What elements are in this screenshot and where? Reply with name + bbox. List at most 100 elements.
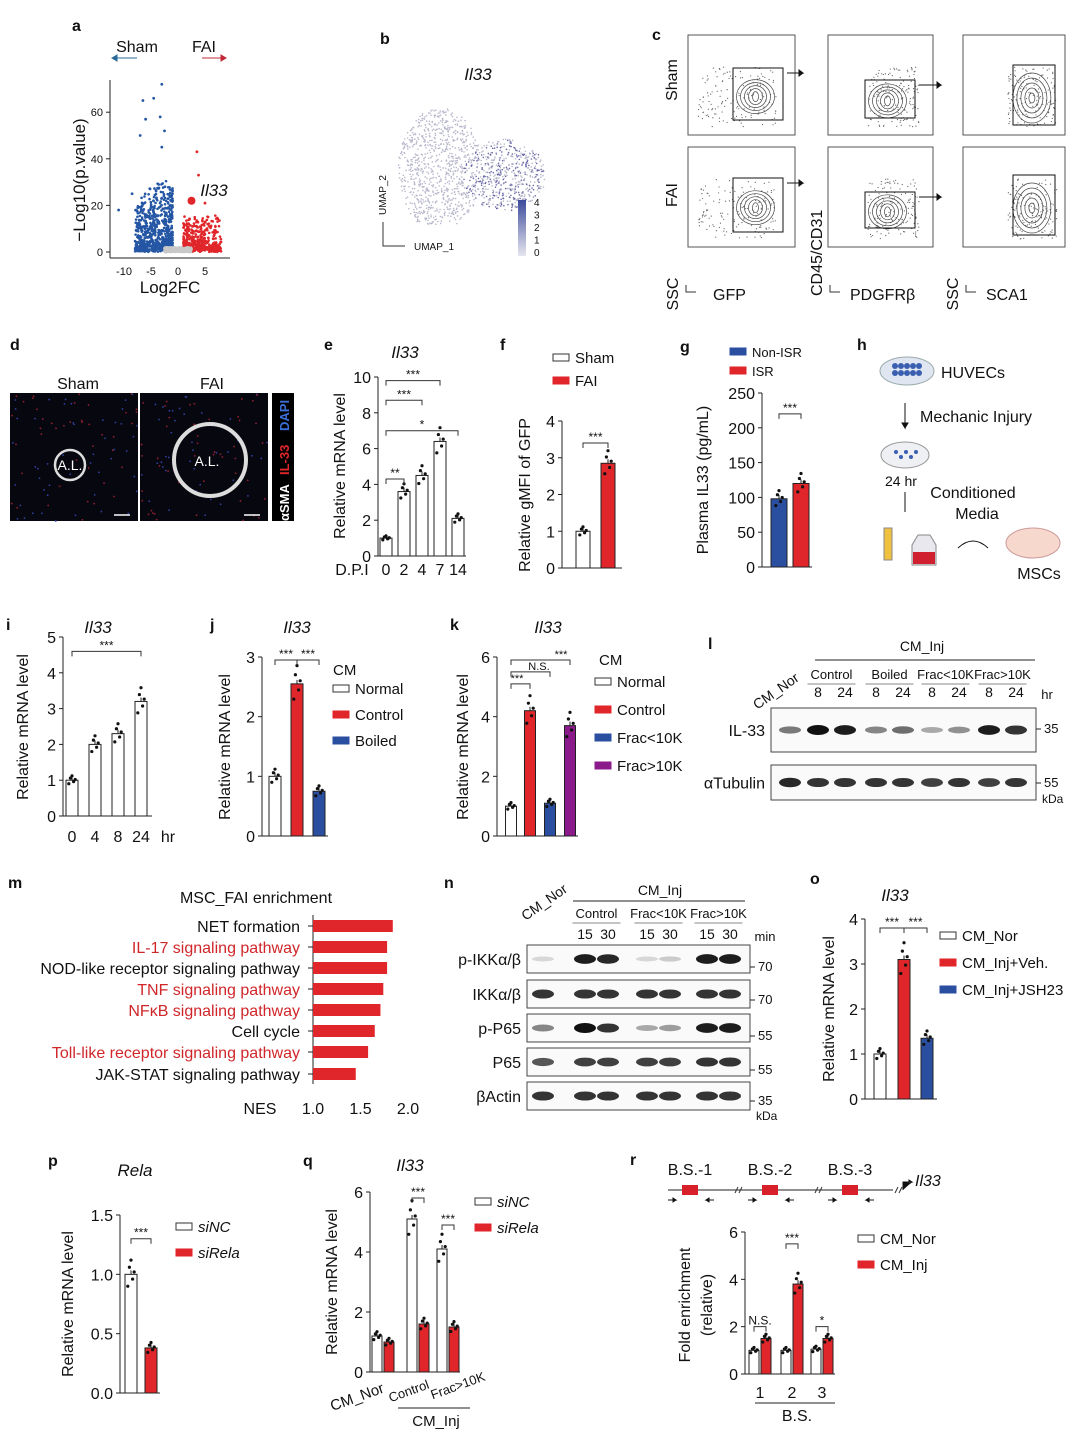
umap-cell <box>436 115 439 117</box>
umap-cell <box>403 185 405 188</box>
umap-cell <box>454 154 457 156</box>
flow-event <box>875 226 877 228</box>
flow-x-axis-label: GFP <box>713 287 746 304</box>
volcano-point-down <box>149 203 153 206</box>
flow-event <box>888 91 890 93</box>
volcano-point <box>160 145 164 149</box>
flow-event <box>745 196 747 199</box>
flow-event <box>1051 203 1053 205</box>
volcano-point-down <box>154 189 158 193</box>
cell-nucleus <box>81 421 84 424</box>
umap-cell <box>419 115 421 118</box>
flow-event <box>877 186 879 189</box>
cell-nucleus <box>16 506 19 509</box>
umap-cell <box>428 202 431 204</box>
umap-cell <box>440 220 443 222</box>
umap-cell <box>459 158 461 160</box>
volcano-point-up <box>198 230 201 234</box>
volcano-point-up <box>187 225 190 229</box>
data-point <box>273 767 277 771</box>
flow-event <box>906 220 908 222</box>
flow-event <box>914 182 916 184</box>
flow-event <box>715 179 717 181</box>
volcano-point-ns <box>186 246 190 249</box>
umap-cell <box>498 194 501 196</box>
umap-cell <box>424 156 427 159</box>
volcano-point-down <box>164 206 167 210</box>
umap-cell <box>510 184 513 186</box>
flow-event <box>891 99 894 101</box>
data-point <box>90 749 94 754</box>
umap-cell <box>522 192 525 194</box>
flow-event <box>708 195 710 197</box>
y-tick-label: 4 <box>47 666 56 683</box>
umap-cell <box>499 169 502 171</box>
umap-cell <box>414 168 416 170</box>
umap-cell <box>436 189 438 192</box>
flow-event <box>906 111 908 113</box>
x-tick-label: 2.0 <box>397 1101 419 1118</box>
data-point <box>449 1329 453 1334</box>
volcano-point-down <box>161 186 165 189</box>
axis-arrow-icon <box>965 285 976 293</box>
umap-cell <box>482 201 484 204</box>
data-point <box>780 495 784 500</box>
cell-nucleus <box>183 413 186 416</box>
flow-event <box>704 82 706 84</box>
volcano-point-down <box>138 245 141 248</box>
flow-event <box>878 91 880 93</box>
umap-cell <box>482 153 485 156</box>
umap-cell <box>533 181 536 184</box>
flow-event <box>753 188 756 190</box>
artery-lumen-label: A.L. <box>58 457 83 473</box>
volcano-point-down <box>141 241 145 244</box>
cell-nucleus <box>219 503 222 506</box>
umap-cell <box>518 172 520 174</box>
umap-cell <box>511 139 514 142</box>
volcano-point-up <box>200 230 204 233</box>
flow-event <box>718 67 721 70</box>
umap-cell <box>415 194 418 196</box>
blot-row-label: αTubulin <box>704 776 765 793</box>
umap-cell <box>508 187 510 190</box>
flow-event <box>1026 217 1028 220</box>
volcano-point-down <box>153 193 157 197</box>
blot-band <box>1005 725 1027 735</box>
flow-event <box>1042 231 1044 234</box>
volcano-point-up <box>217 249 220 252</box>
volcano-point-up <box>191 237 195 240</box>
flow-event <box>726 121 728 124</box>
umap-cell <box>498 165 501 168</box>
flow-contour <box>1020 192 1044 224</box>
flow-event <box>738 94 740 97</box>
significance-bracket <box>385 478 405 485</box>
y-tick-label: 2 <box>47 737 56 754</box>
cell-nucleus <box>251 454 253 457</box>
data-point <box>571 721 575 726</box>
umap-cell <box>442 197 445 200</box>
umap-cell <box>452 197 454 200</box>
significance-bracket <box>71 650 142 657</box>
umap-cell <box>442 150 444 152</box>
umap-cell <box>478 193 480 196</box>
flow-event <box>714 113 716 115</box>
umap-cell <box>412 208 415 211</box>
flow-event <box>721 100 723 103</box>
umap-cell <box>496 173 499 176</box>
y-tick-label: 0 <box>849 1092 858 1109</box>
bar-q-siNC-0 <box>371 1335 383 1373</box>
binding-site <box>762 1185 778 1195</box>
umap-cell <box>444 189 446 192</box>
time-label: 24 <box>895 684 911 700</box>
umap-cell <box>524 171 527 174</box>
cell-nucleus <box>48 398 51 401</box>
umap-cell <box>452 140 455 142</box>
umap-cell <box>438 114 440 117</box>
umap-cell <box>411 140 413 143</box>
legend-swatch <box>594 705 612 714</box>
flow-event <box>878 109 880 112</box>
data-point <box>781 1351 785 1355</box>
umap-cell <box>536 169 539 171</box>
volcano-point-down <box>141 246 145 250</box>
volcano-point-down <box>168 186 171 189</box>
